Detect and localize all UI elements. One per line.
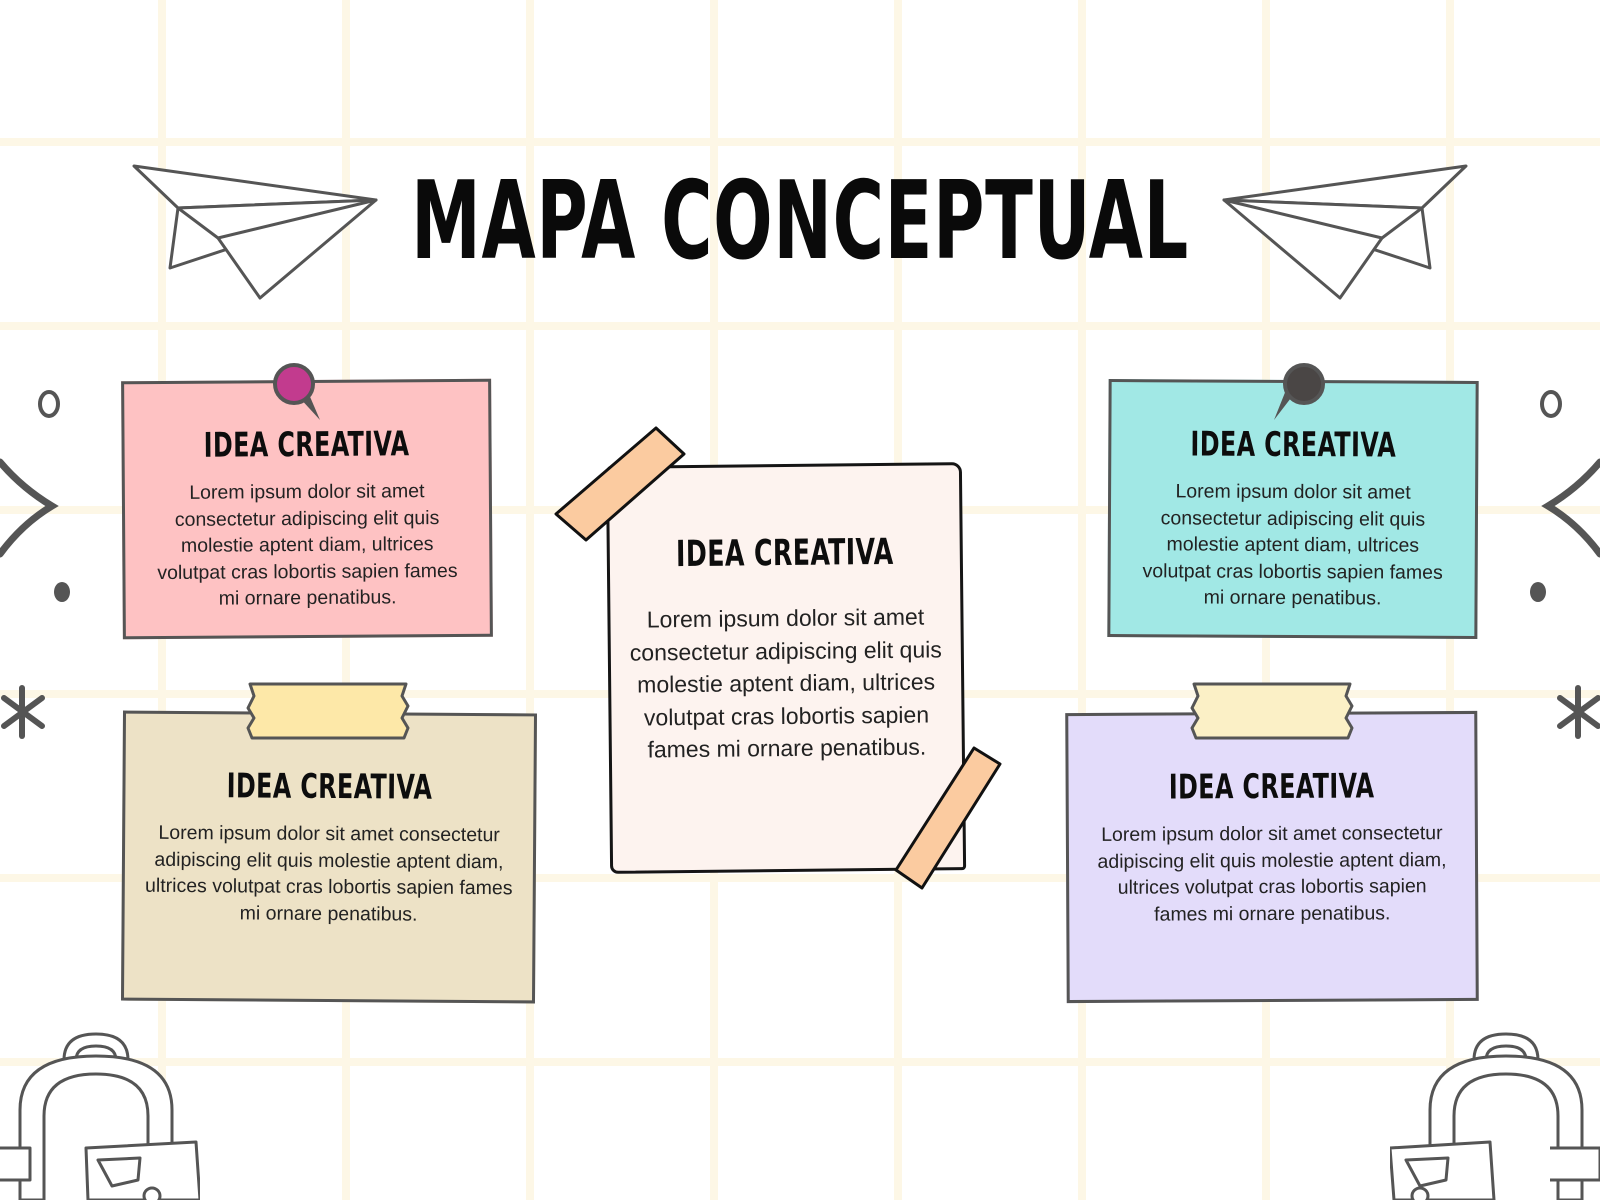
washi-tape-yellow-right [1190, 682, 1354, 740]
doodle-arrow-icon-left [0, 458, 59, 558]
note-heading: IDEA CREATIVA [226, 766, 433, 808]
doodle-circle-icon-left [38, 390, 60, 418]
backpack-icon-left [0, 1032, 200, 1200]
push-pin-icon-magenta [273, 363, 320, 420]
backpack-icon-right [1390, 1032, 1600, 1200]
page-title: MAPA CONCEPTUAL [411, 159, 1189, 284]
washi-tape-yellow-left [246, 682, 410, 740]
idea-note-bottom-left: IDEA CREATIVA Lorem ipsum dolor sit amet… [120, 710, 538, 1004]
doodle-asterisk-icon-right [1557, 685, 1600, 739]
washi-tape-peach-top [554, 426, 686, 542]
note-heading: IDEA CREATIVA [203, 424, 410, 466]
doodle-dot-icon-left [54, 582, 70, 602]
doodle-circle-icon-right [1540, 390, 1562, 418]
note-body: Lorem ipsum dolor sit amet consectetur a… [1142, 480, 1443, 610]
doodle-asterisk-icon-left [1, 685, 45, 739]
note-heading: IDEA CREATIVA [1190, 424, 1397, 466]
note-body: Lorem ipsum dolor sit amet consectetur a… [144, 821, 513, 926]
note-body: Lorem ipsum dolor sit amet consectetur a… [629, 603, 942, 763]
doodle-arrow-icon-right [1541, 458, 1600, 558]
note-body: Lorem ipsum dolor sit amet consectetur a… [157, 480, 458, 610]
washi-tape-peach-bottom [894, 746, 1002, 890]
push-pin-icon-dark [1274, 363, 1325, 420]
note-body: Lorem ipsum dolor sit amet consectetur a… [1097, 822, 1447, 926]
idea-note-bottom-right: IDEA CREATIVA Lorem ipsum dolor sit amet… [1065, 710, 1479, 1004]
doodle-dot-icon-right [1530, 582, 1546, 602]
note-heading: IDEA CREATIVA [1168, 766, 1375, 808]
paper-plane-icon-right [1222, 164, 1468, 300]
paper-plane-icon-left [132, 164, 378, 300]
